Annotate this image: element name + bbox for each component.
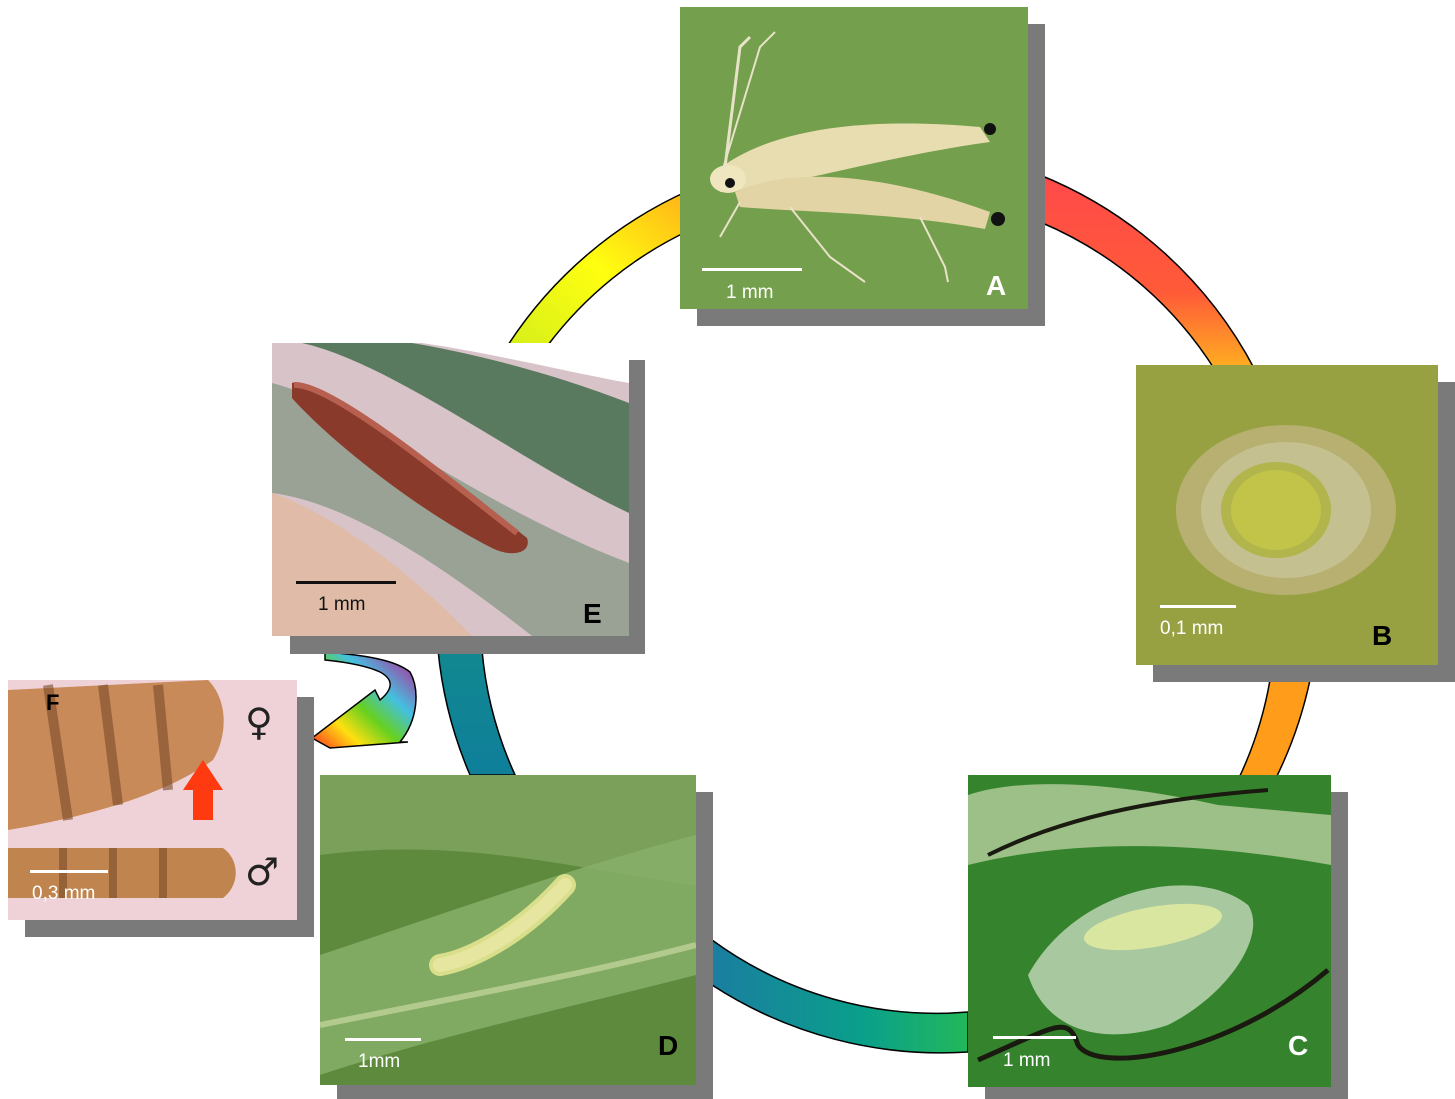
ring-arc-right	[1238, 680, 1310, 780]
branch-arrow-e-to-f	[312, 652, 416, 748]
stage-b-letter: B	[1372, 620, 1392, 652]
stage-d-scale-label: 1mm	[358, 1051, 400, 1073]
ring-arc-top-right	[1040, 175, 1255, 370]
stage-c-photo	[968, 775, 1331, 1087]
stage-e-scalebar	[296, 581, 396, 584]
stage-a-photo	[680, 7, 1028, 309]
stage-a-scalebar	[702, 268, 802, 271]
stage-b-scalebar	[1160, 605, 1236, 608]
stage-c-scalebar	[993, 1036, 1076, 1039]
stage-a-scale-label: 1 mm	[726, 282, 774, 304]
stage-f-letter: F	[46, 690, 59, 716]
stage-e-scale-label: 1 mm	[318, 594, 366, 616]
stage-e-letter: E	[583, 598, 602, 630]
female-symbol: ♀	[245, 700, 273, 744]
ring-arc-bottom	[712, 940, 968, 1053]
stage-b-scale-label: 0,1 mm	[1160, 618, 1223, 640]
stage-e-photo	[272, 343, 629, 636]
stage-c-letter: C	[1288, 1030, 1308, 1062]
stage-a-letter: A	[986, 270, 1006, 302]
male-symbol: ♂	[245, 850, 279, 894]
stage-f-scale-label: 0,3 mm	[32, 883, 95, 905]
stage-d-scalebar	[345, 1038, 421, 1041]
ring-arc-top-left	[508, 190, 690, 345]
stage-d-letter: D	[658, 1030, 678, 1062]
ring-arc-left-fill	[438, 650, 515, 775]
stage-c-scale-label: 1 mm	[1003, 1050, 1051, 1072]
stage-f-scalebar	[30, 870, 108, 873]
